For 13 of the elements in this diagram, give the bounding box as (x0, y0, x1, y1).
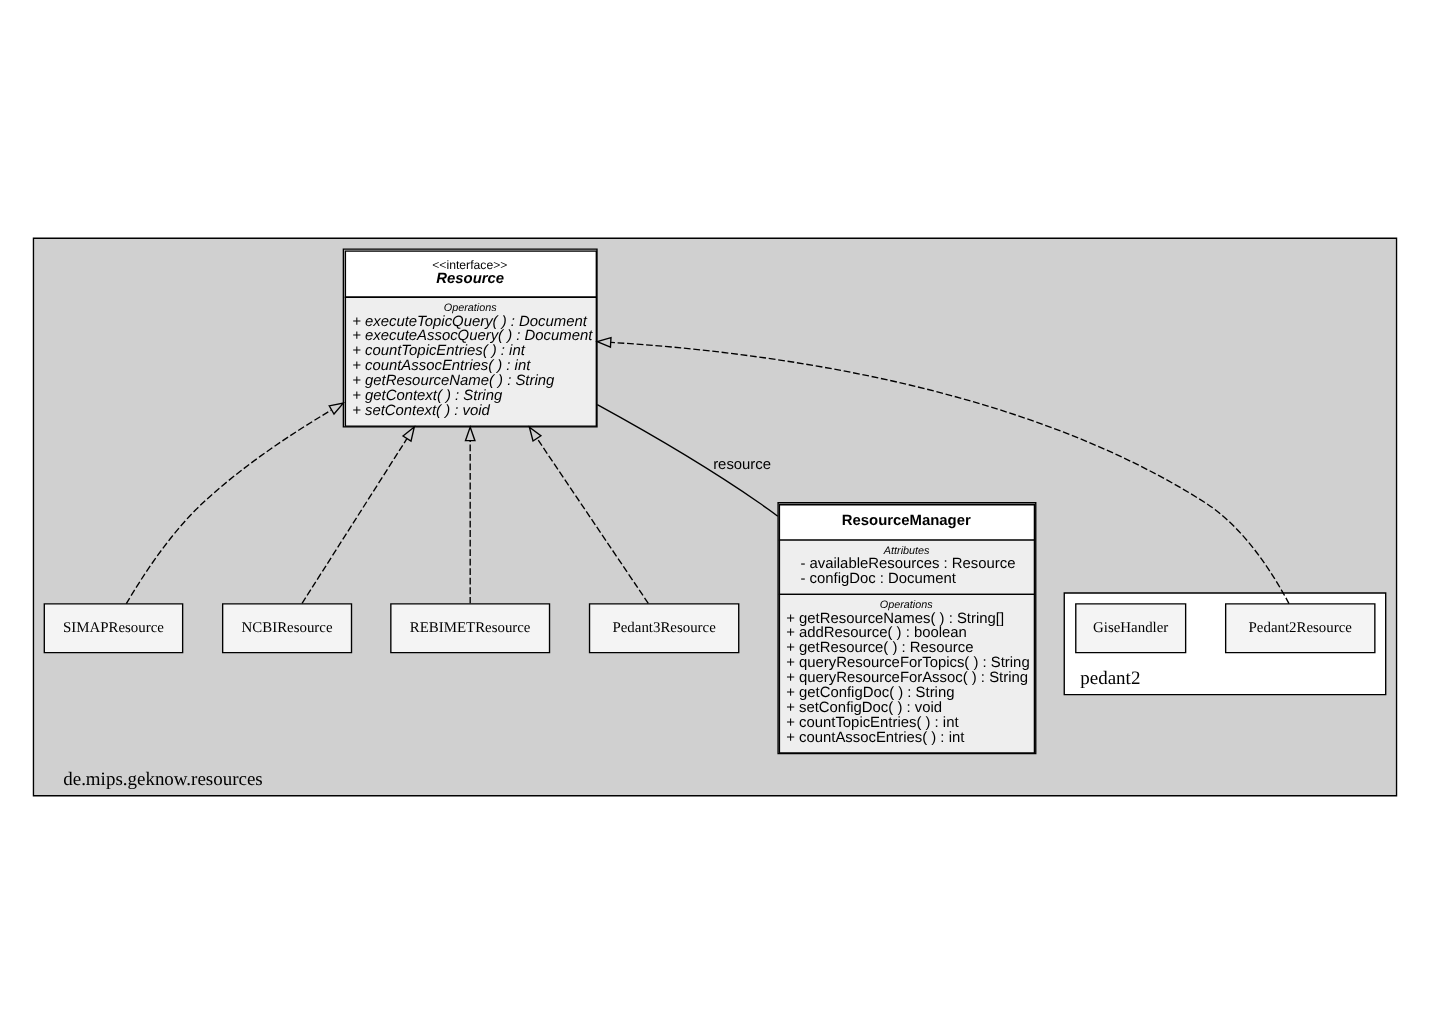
connector (596, 404, 779, 517)
arrow (301, 425, 416, 604)
arrow (125, 402, 346, 605)
arrow (595, 336, 1290, 605)
node-box: NCBIResource (222, 603, 353, 654)
node-box: SIMAPResource (43, 603, 184, 654)
node-box: Pedant2Resource (1225, 603, 1376, 654)
arrow (464, 425, 476, 604)
node-box: Pedant3Resource (588, 603, 740, 654)
arrow (528, 425, 649, 604)
node-box: GiseHandler (1075, 603, 1187, 654)
edge-label: resource (713, 454, 772, 473)
node-box: REBIMETResource (390, 603, 551, 654)
